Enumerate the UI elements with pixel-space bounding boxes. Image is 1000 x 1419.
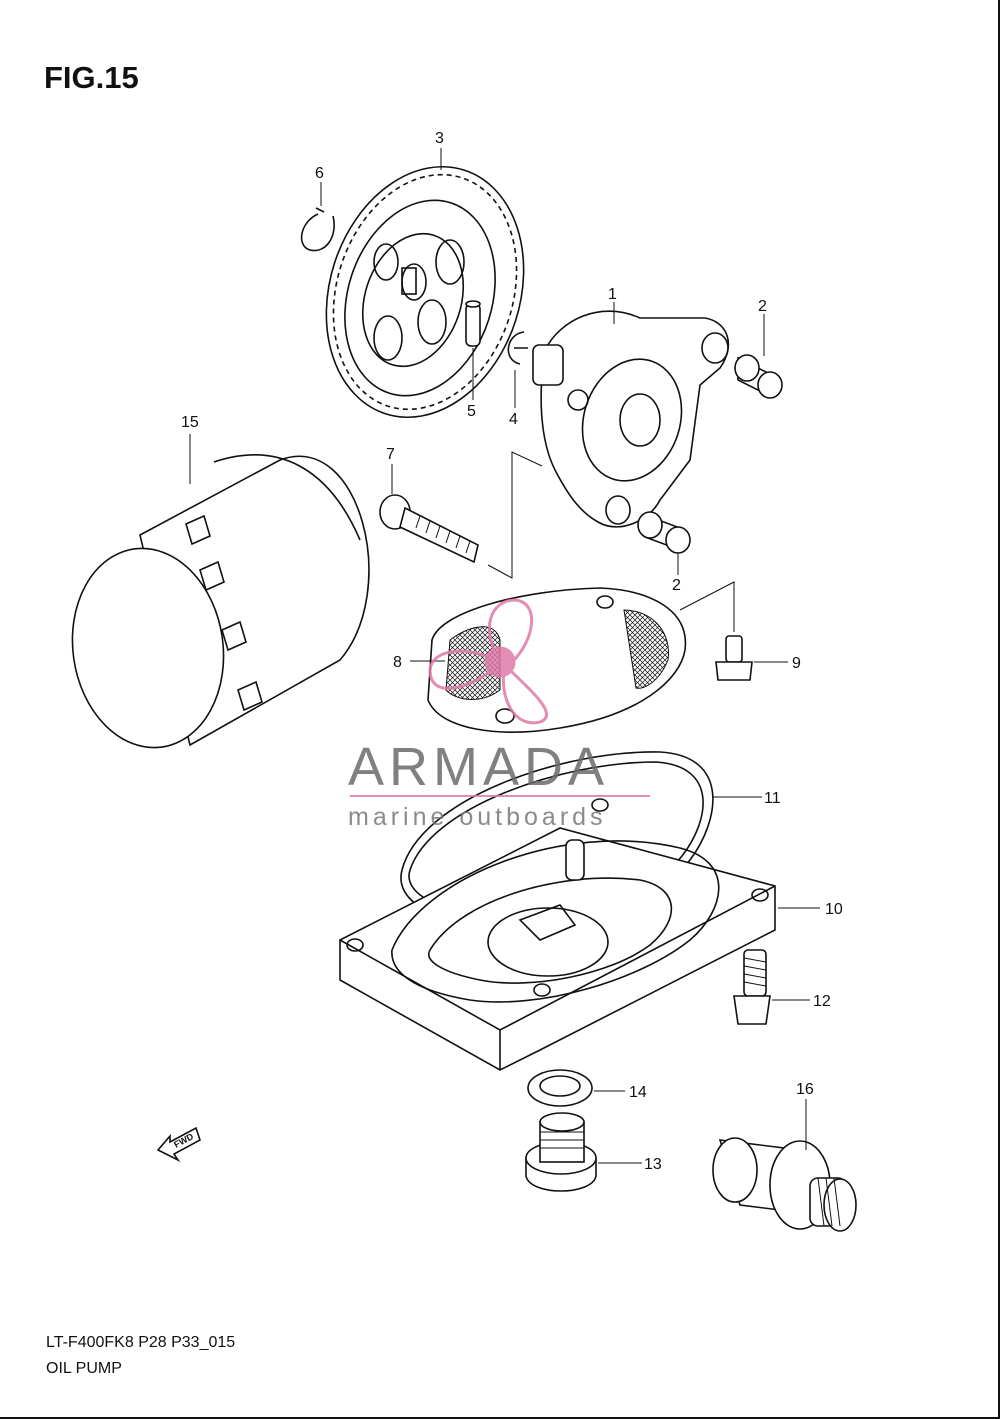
- dowel-upper: [734, 354, 783, 399]
- callout-16: 16: [796, 1081, 814, 1098]
- callout-15: 15: [181, 414, 199, 431]
- callout-4: 4: [509, 411, 518, 428]
- drain-gasket: [527, 1069, 593, 1107]
- oil-strainer: [427, 587, 687, 733]
- callout-11: 11: [764, 790, 781, 807]
- watermark-brand: ARMADA: [348, 737, 609, 797]
- dowel-lower: [637, 511, 691, 554]
- callout-7: 7: [386, 446, 395, 463]
- callout-9: 9: [792, 655, 801, 672]
- fwd-arrow: FWD: [156, 1126, 201, 1163]
- figure-title: FIG.15: [44, 60, 139, 95]
- callout-10: 10: [825, 901, 843, 918]
- pan-bolt: [733, 949, 771, 1025]
- callout-12: 12: [813, 993, 831, 1010]
- drawing-code: LT-F400FK8 P28 P33_015: [46, 1334, 236, 1351]
- callout-labels: 1 2 2 3 4 5 6 7 8 9 10 11 12 13 14 15 16: [181, 130, 843, 1173]
- oil-pressure-sensor: [712, 1137, 857, 1232]
- drain-plug: [525, 1112, 597, 1192]
- watermark-tagline: marine outboards: [348, 803, 607, 831]
- callout-8: 8: [393, 654, 402, 671]
- callout-1: 1: [608, 286, 617, 303]
- drawing-name: OIL PUMP: [46, 1360, 122, 1377]
- leader-lines: [189, 148, 820, 1164]
- callout-2-upper: 2: [758, 298, 767, 315]
- circlip: [300, 207, 335, 252]
- pin: [465, 300, 481, 347]
- e-clip: [507, 331, 528, 365]
- bolt-short: [715, 635, 753, 681]
- callout-2-lower: 2: [672, 577, 681, 594]
- watermark-logo-icon: [428, 598, 548, 725]
- oil-pump-body: [532, 310, 730, 528]
- callout-13: 13: [644, 1156, 662, 1173]
- driven-gear: [325, 165, 525, 419]
- callout-14: 14: [629, 1084, 647, 1101]
- watermark: ARMADA marine outboards: [348, 598, 650, 831]
- callout-5: 5: [467, 403, 476, 420]
- oil-filter: [71, 454, 370, 749]
- oil-pan: [339, 798, 776, 1071]
- callout-3: 3: [435, 130, 444, 147]
- callout-6: 6: [315, 165, 324, 182]
- bolt-long: [379, 494, 479, 564]
